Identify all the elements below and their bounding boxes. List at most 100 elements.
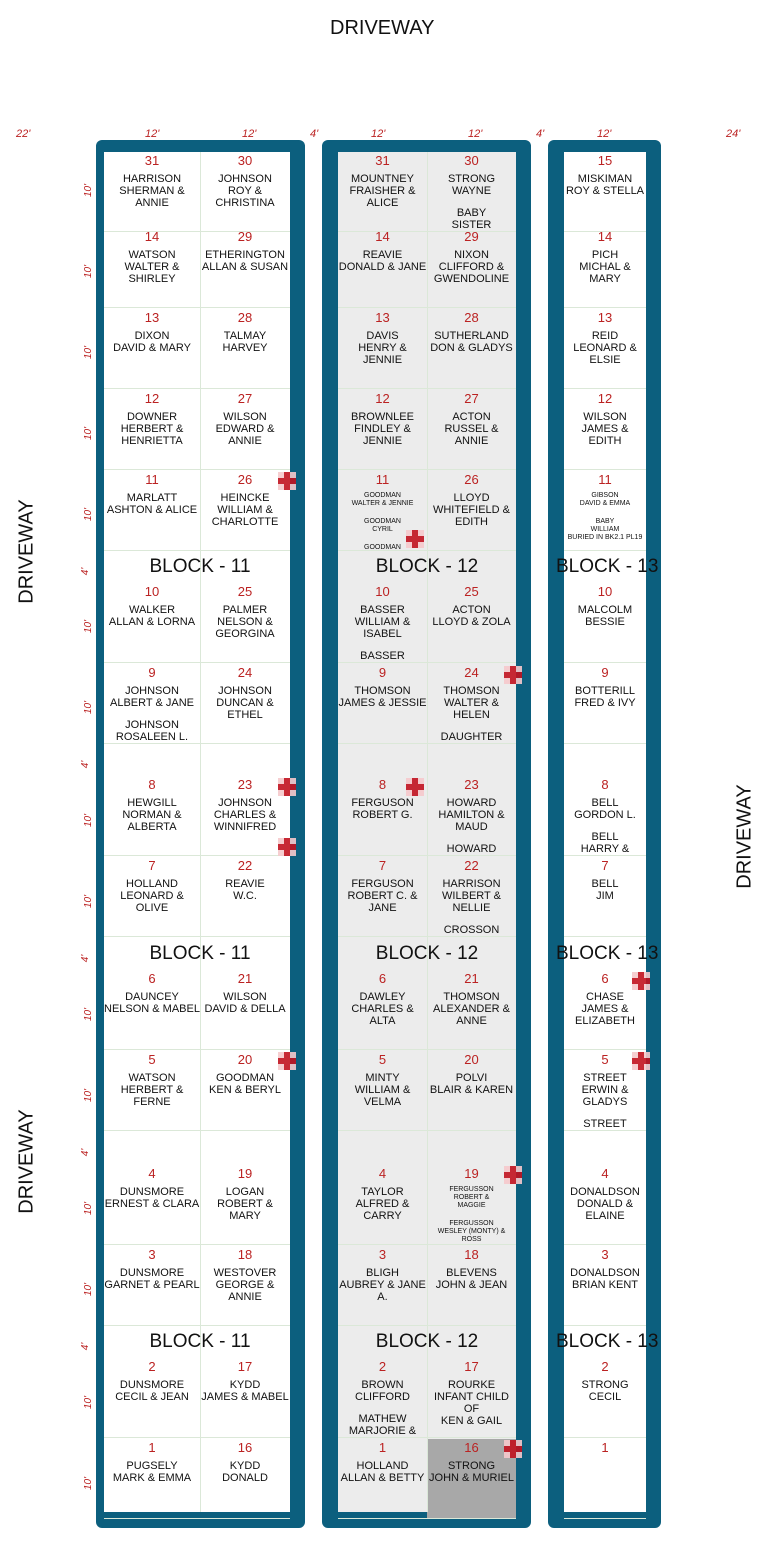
plot-number: 4 bbox=[148, 1166, 156, 1181]
occupant-name: BLAIR & KAREN bbox=[429, 1084, 514, 1096]
plot-number: 28 bbox=[464, 310, 479, 325]
occupant-name: KEN & GAIL bbox=[440, 1415, 503, 1427]
occupant-name: JAMES & bbox=[581, 1003, 629, 1015]
occupant-name: PUGSELY bbox=[126, 1460, 178, 1472]
occupant-name: BESSIE bbox=[585, 616, 625, 628]
occupant-name: CLIFFORD bbox=[355, 1391, 410, 1403]
occupant-name: CECIL & JEAN bbox=[115, 1391, 189, 1403]
occupant-name: DUNSMORE bbox=[119, 1186, 185, 1198]
block-11-label: BLOCK - 11 bbox=[149, 943, 251, 964]
occupant-name: DONALD & ELAINE bbox=[576, 1198, 634, 1222]
red-cross-marker-icon bbox=[278, 838, 296, 856]
plot-number: 1 bbox=[148, 1440, 156, 1455]
plot-cell[interactable]: 1 bbox=[564, 1439, 646, 1519]
occupant-name: FERGUSON bbox=[351, 797, 414, 809]
occupant-name: MAGGIE bbox=[457, 1202, 486, 1209]
plot-number: 6 bbox=[148, 971, 156, 986]
plot-number: 29 bbox=[237, 229, 253, 244]
row-measurement: 10' bbox=[83, 1201, 95, 1216]
block-11-label: BLOCK - 11 bbox=[149, 1331, 251, 1352]
occupant-name: LLOYD & ZOLA bbox=[432, 616, 511, 628]
block-13-label: BLOCK - 13 bbox=[556, 943, 659, 964]
occupant-name: BRIAN KENT bbox=[571, 1279, 638, 1291]
plot-number: 5 bbox=[378, 1052, 387, 1067]
